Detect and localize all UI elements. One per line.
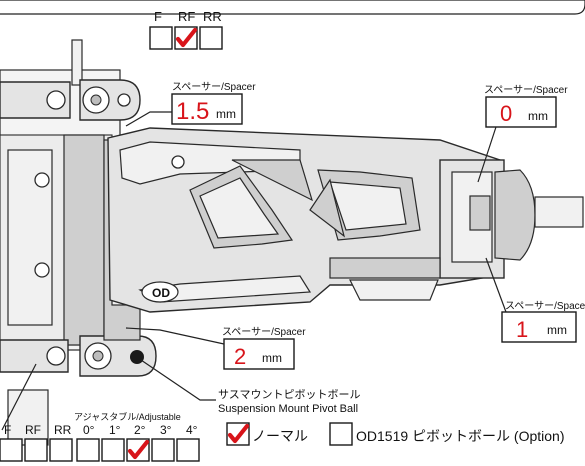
- top-checkbox-f[interactable]: [149, 26, 173, 50]
- bottom-selector: アジャスタブル/Adjustable F RF RR 0° 1° 2° 3° 4…: [0, 363, 200, 462]
- spacer-callout-bottom-mid: スペーサー/Spacer 2 mm: [125, 326, 306, 370]
- pivot-ball-label-en: Suspension Mount Pivot Ball: [218, 403, 358, 415]
- top-label-f: F: [154, 9, 162, 24]
- spacer-value: 2: [234, 344, 246, 369]
- bottom-label-f: F: [4, 423, 11, 437]
- spacer-unit: mm: [547, 323, 567, 337]
- spacer-value-box: [223, 338, 295, 370]
- spacer-value-box: [485, 96, 557, 128]
- top-label-rr: RR: [203, 9, 222, 24]
- spacer-label: スペーサー/Spacer: [505, 300, 585, 312]
- spacer-label: スペーサー/Spacer: [172, 81, 256, 93]
- bottom-adjustable-label: アジャスタブル/Adjustable: [74, 411, 181, 422]
- spacer-value-box: [171, 93, 243, 125]
- chassis-screw-icon: [34, 172, 50, 188]
- top-checkbox-rr[interactable]: [199, 26, 223, 50]
- spacer-callout-bottom-right: スペーサー/Spacer 1 mm: [485, 257, 585, 343]
- spacer-callout-top-left: スペーサー/Spacer 1.5 mm: [125, 81, 256, 127]
- spacer-value: 1.5: [176, 98, 209, 125]
- bottom-checkbox-3[interactable]: [151, 438, 175, 462]
- pivot-ball-label-jp: サスマウントピボットボール: [218, 388, 360, 401]
- bottom-angle-0: 0°: [83, 423, 95, 437]
- spacer-value: 0: [500, 101, 512, 126]
- spacer-unit: mm: [216, 107, 236, 121]
- bottom-label-rr: RR: [54, 423, 72, 437]
- spacer-value: 1: [516, 317, 528, 342]
- top-label-rf: RF: [178, 9, 195, 24]
- header-frame: [0, 0, 585, 15]
- option-normal-label: ノーマル: [252, 428, 308, 444]
- bottom-checkbox-1[interactable]: [101, 438, 125, 462]
- od-logo: [141, 281, 179, 303]
- spacer-callout-top-right: スペーサー/Spacer 0 mm: [477, 84, 568, 183]
- bottom-checkbox-rr[interactable]: [49, 438, 73, 462]
- bottom-angle-1: 1°: [109, 423, 121, 437]
- option-od1519-label: OD1519 ピボットボール (Option): [356, 428, 565, 444]
- chassis-screw-icon: [34, 262, 50, 278]
- bottom-checkbox-f[interactable]: [0, 438, 23, 462]
- spacer-label: スペーサー/Spacer: [484, 84, 568, 96]
- spacer-value-box: [501, 311, 577, 343]
- spacer-unit: mm: [262, 351, 282, 365]
- od-logo-text: OD: [152, 286, 170, 300]
- bottom-checkbox-0[interactable]: [76, 438, 100, 462]
- spacer-unit: mm: [528, 109, 548, 123]
- pivot-ball-options: ノーマル OD1519 ピボットボール (Option): [226, 422, 565, 446]
- bottom-checkbox-4[interactable]: [176, 438, 200, 462]
- suspension-drawing: OD: [0, 39, 584, 446]
- spacer-label: スペーサー/Spacer: [222, 326, 306, 338]
- bottom-angle-4: 4°: [186, 423, 198, 437]
- bottom-label-rf: RF: [25, 423, 41, 437]
- top-selector: F RF RR: [149, 9, 223, 50]
- option-od1519-checkbox[interactable]: [329, 422, 353, 446]
- bottom-angle-3: 3°: [160, 423, 172, 437]
- pivot-ball-icon: [130, 350, 144, 364]
- bottom-checkbox-rf[interactable]: [24, 438, 48, 462]
- bottom-angle-2: 2°: [134, 423, 146, 437]
- pivot-ball-callout: サスマウントピボットボール Suspension Mount Pivot Bal…: [140, 359, 360, 415]
